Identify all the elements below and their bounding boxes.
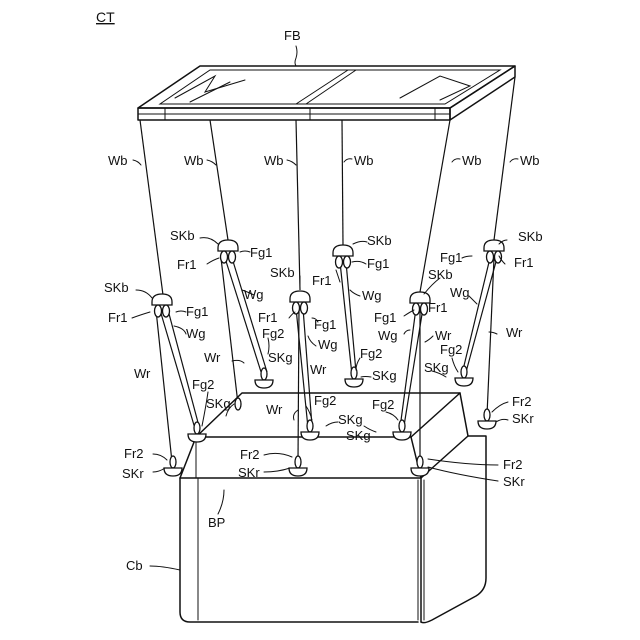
label-fr1-6: Fr1 — [514, 255, 534, 270]
label-fg2-4: Fg2 — [192, 377, 214, 392]
label-skb-5: SKb — [428, 267, 453, 282]
frame-brace-left-2 — [190, 82, 230, 102]
label-fr1-5: Fr1 — [428, 300, 448, 315]
label-skg-4: SKg — [206, 396, 231, 411]
label-fg2-5: Fg2 — [314, 393, 336, 408]
frame-center-beam-2 — [306, 70, 356, 104]
label-skb-6: SKb — [518, 229, 543, 244]
label-fr1-3: Fr1 — [108, 310, 128, 325]
label-skg-6: SKg — [346, 428, 371, 443]
label-skr-2: SKr — [238, 465, 260, 480]
label-fg1-4: Fg1 — [367, 256, 389, 271]
skr-back-left — [235, 398, 241, 410]
label-wr-6: Wr — [266, 402, 283, 417]
frame-side-face — [450, 66, 515, 120]
frame-center-beam — [296, 70, 348, 104]
bag-front-top — [180, 478, 421, 622]
skg-back-right — [455, 366, 473, 386]
label-fg1-5: Fg1 — [374, 310, 396, 325]
label-bp: BP — [208, 515, 225, 530]
label-fr2-2: Fr2 — [240, 447, 260, 462]
label-fb: FB — [284, 28, 301, 43]
label-wg-1: Wg — [244, 287, 264, 302]
label-fr1-2: Fr1 — [258, 310, 278, 325]
skr-front-center — [289, 456, 307, 476]
label-wr-4: Wr — [310, 362, 327, 377]
label-wb-5: Wb — [462, 153, 482, 168]
label-skr-1: SKr — [122, 466, 144, 481]
skg-front-left — [188, 422, 206, 442]
label-wb-6: Wb — [520, 153, 540, 168]
label-wb-3: Wb — [264, 153, 284, 168]
frame-beam — [138, 66, 515, 120]
skb-back-left — [218, 240, 238, 263]
label-wg-6: Wg — [450, 285, 470, 300]
label-skb-2: SKb — [270, 265, 295, 280]
label-wr-5: Wr — [134, 366, 151, 381]
skb-back-center — [333, 245, 353, 268]
label-fr2-4: Fr2 — [503, 457, 523, 472]
label-skg-3: SKg — [372, 368, 397, 383]
label-fr2-3: Fr2 — [512, 394, 532, 409]
skg-back-center — [345, 367, 363, 387]
label-wg-4: Wg — [362, 288, 382, 303]
label-wr-1: Wr — [435, 328, 452, 343]
label-fg2-1: Fg2 — [262, 326, 284, 341]
label-cb: Cb — [126, 558, 143, 573]
label-skg-5: SKg — [338, 412, 363, 427]
label-fg2-3: Fg2 — [440, 342, 462, 357]
label-wr-3: Wr — [204, 350, 221, 365]
label-fr1-4: Fr1 — [312, 273, 332, 288]
label-skb-4: SKb — [367, 233, 392, 248]
label-fg1-1: Fg1 — [250, 245, 272, 260]
label-fg1-2: Fg1 — [314, 317, 336, 332]
label-skb-1: SKb — [170, 228, 195, 243]
skr-front-left — [164, 456, 182, 476]
bag-corner-back-right — [460, 393, 468, 436]
label-wb-2: Wb — [184, 153, 204, 168]
container-bag — [180, 393, 486, 623]
label-skr-4: SKr — [503, 474, 525, 489]
label-fr2-1: Fr2 — [124, 446, 144, 461]
label-wg-3: Wg — [186, 326, 206, 341]
skb-front-center — [290, 291, 310, 314]
label-fr1-1: Fr1 — [177, 257, 197, 272]
label-fg1-3: Fg1 — [186, 304, 208, 319]
label-wr-2: Wr — [506, 325, 523, 340]
label-wb-4: Wb — [354, 153, 374, 168]
label-fg2-6: Fg2 — [372, 397, 394, 412]
skr-front-right — [411, 456, 429, 476]
label-skb-3: SKb — [104, 280, 129, 295]
skg-front-right — [393, 420, 411, 440]
label-fg2-2: Fg2 — [360, 346, 382, 361]
skb-front-left — [152, 294, 172, 317]
label-wg-5: Wg — [378, 328, 398, 343]
label-skr-3: SKr — [512, 411, 534, 426]
frame-brace-right — [400, 76, 470, 100]
label-fg1-6: Fg1 — [440, 250, 462, 265]
frame-inner-rim — [160, 70, 500, 104]
label-wb-1: Wb — [108, 153, 128, 168]
label-skg-1: SKg — [424, 360, 449, 375]
label-wg-2: Wg — [318, 337, 338, 352]
skg-front-center — [301, 420, 319, 440]
skg-back-left — [255, 368, 273, 388]
label-skg-2: SKg — [268, 350, 293, 365]
figure-title: CT — [96, 9, 115, 25]
skr-back-right — [478, 409, 496, 429]
